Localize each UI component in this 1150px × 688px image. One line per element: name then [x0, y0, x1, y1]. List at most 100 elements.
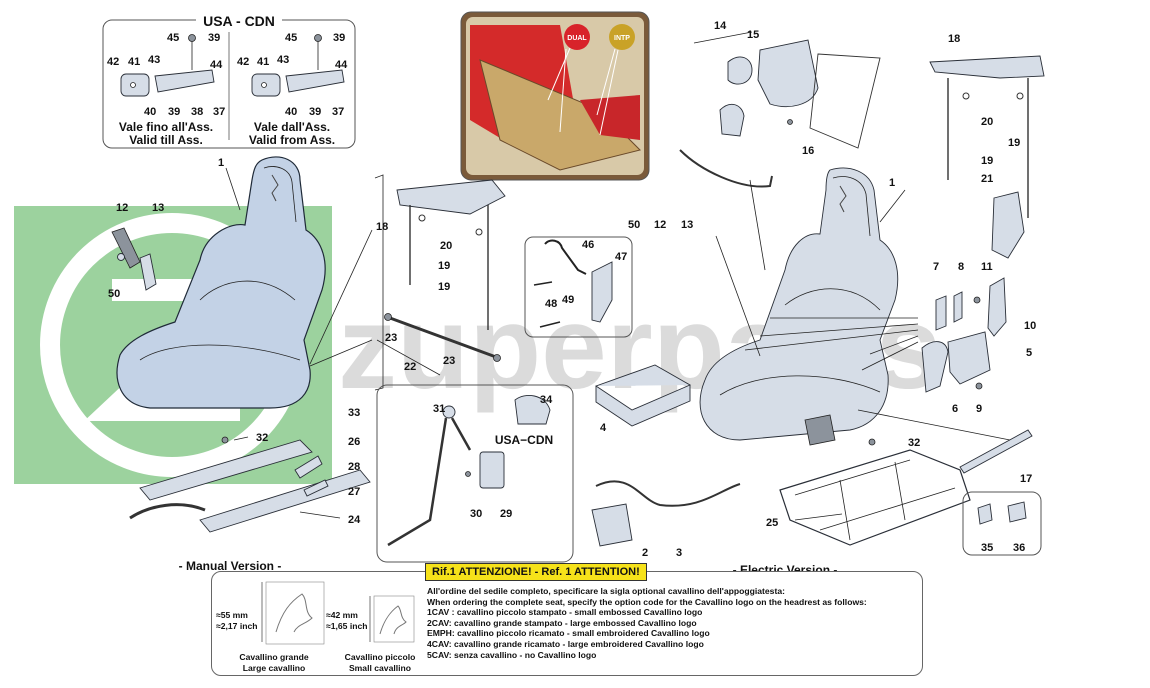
inset-title-bg: [196, 13, 282, 29]
callout-25: 25: [766, 517, 778, 529]
airbag-cluster: [679, 31, 881, 188]
tie-rod: [389, 316, 497, 359]
notice-line: EMPH: cavallino piccolo ricamato - small…: [427, 628, 710, 639]
small-logo-caption-en: Small cavallino: [348, 663, 412, 673]
large-logo-caption-it: Cavallino grande: [239, 652, 309, 662]
trim-piece-7: [935, 295, 947, 331]
callout-18: 18: [948, 33, 960, 45]
callout-39: 39: [309, 106, 321, 118]
callout-43: 43: [277, 54, 289, 66]
latch-bracket: [285, 69, 345, 93]
callout-10: 10: [1024, 320, 1036, 332]
callout-50: 50: [628, 219, 640, 231]
spring-icon: [962, 92, 970, 100]
sensor-cable: [544, 239, 587, 275]
callout-22: 22: [404, 361, 416, 373]
clip-inset-frame: [962, 491, 1042, 556]
callout-42: 42: [237, 56, 249, 68]
logo-illustrations: [261, 581, 415, 645]
manual-seat-body: [116, 156, 326, 409]
callout-3: 3: [676, 547, 682, 559]
callout-41: 41: [257, 56, 269, 68]
callout-4: 4: [600, 422, 607, 434]
large-logo-frame: [265, 581, 325, 645]
bolt-icon: [465, 471, 471, 477]
callout-49: 49: [562, 294, 574, 306]
callout-39: 39: [333, 32, 345, 44]
callout-numbers: 45 39 44 43 42 41 40 39 38 37 45 39 44 4…: [107, 20, 1036, 559]
callout-2: 2: [642, 547, 648, 559]
callout-48: 48: [545, 298, 557, 310]
rod-end-icon: [493, 354, 501, 362]
large-logo-dim-in: ≈2,17 inch: [216, 621, 258, 631]
side-panel-10: [987, 277, 1007, 337]
switch-panel-5: [947, 331, 991, 385]
airbag-harness: [679, 149, 773, 188]
caption-valid-till-en: Valid till Ass.: [129, 133, 203, 147]
trim-piece-8: [953, 291, 963, 323]
notice-line: When ordering the complete seat, specify…: [427, 596, 867, 607]
screw-head-icon: [188, 34, 196, 42]
sensor-inset: [524, 236, 633, 338]
badge-intp: [609, 24, 635, 50]
callout-20: 20: [440, 240, 452, 252]
airbag-module: [757, 39, 819, 108]
electric-seat-frame: [779, 449, 971, 546]
headrest-motor: [991, 191, 1025, 259]
spring-icon: [1016, 92, 1024, 100]
callout-36: 36: [1013, 542, 1025, 554]
electric-leaders: [715, 179, 1011, 521]
electric-seat: [699, 167, 899, 446]
belt-retractor: [479, 451, 505, 489]
callout-30: 30: [470, 508, 482, 520]
callout-44: 44: [210, 59, 223, 71]
buckle-bolt-icon: [117, 253, 125, 261]
callout-50: 50: [108, 288, 120, 300]
side-trim-parts: [921, 277, 1007, 393]
callout-21: 21: [981, 173, 993, 185]
callout-42: 42: [107, 56, 119, 68]
callout-33: 33: [348, 407, 360, 419]
pointer-line: [547, 47, 571, 101]
spring-icon: [475, 228, 483, 236]
callout-19: 19: [438, 260, 450, 272]
notice-line: 5CAV: senza cavallino - no Cavallino log…: [427, 649, 597, 660]
callout-19: 19: [1008, 137, 1020, 149]
bolt-icon: [787, 119, 793, 125]
callout-45: 45: [285, 32, 297, 44]
bolt-icon: [261, 82, 267, 88]
notice-line: 1CAV : cavallino piccolo stampato - smal…: [427, 607, 703, 618]
headrest-frame-manual: [374, 174, 506, 391]
callout-16: 16: [802, 145, 814, 157]
callout-34: 34: [540, 394, 553, 406]
headrest-shell-icon: [727, 56, 753, 85]
callout-46: 46: [582, 239, 594, 251]
seat-stitch: [719, 375, 881, 396]
callout-29: 29: [500, 508, 512, 520]
callout-17: 17: [1020, 473, 1032, 485]
callout-8: 8: [958, 261, 964, 273]
notice-line: All'ordine del sedile completo, specific…: [427, 586, 785, 596]
bolt: [539, 321, 561, 328]
bolt: [533, 281, 553, 286]
cavallino-notice: Rif.1 ATTENZIONE! - Ref. 1 ATTENTION! ≈5…: [211, 563, 923, 676]
belt-usa-cdn-label: USA−CDN: [495, 433, 553, 447]
headrest-bracket: [396, 179, 506, 215]
inset-title: USA - CDN: [203, 13, 275, 29]
seat-ecu-box: [595, 364, 692, 427]
cavallino-logo-icon: [839, 185, 847, 213]
caption-valid-from-it: Vale dall'Ass.: [254, 120, 330, 134]
callout-32: 32: [908, 437, 920, 449]
callout-26: 26: [348, 436, 360, 448]
badge-intp-label: INTP: [614, 35, 630, 42]
callout-9: 9: [976, 403, 982, 415]
screw-head-icon: [314, 34, 322, 42]
callout-40: 40: [285, 106, 297, 118]
callout-19: 19: [438, 281, 450, 293]
callout-1: 1: [218, 157, 224, 169]
callout-12: 12: [116, 202, 128, 214]
callout-23: 23: [443, 355, 455, 367]
callout-5: 5: [1026, 347, 1032, 359]
